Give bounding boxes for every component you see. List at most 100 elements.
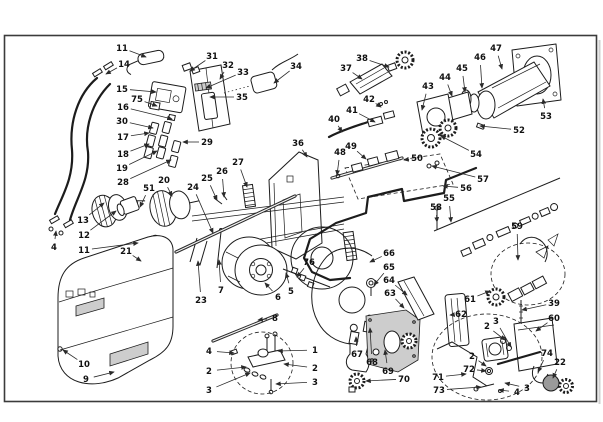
swirl-cone-59 — [535, 245, 549, 259]
part-label-46: 46 — [474, 53, 486, 63]
leader-line-67 — [353, 336, 359, 347]
leader-line-33 — [205, 74, 236, 89]
leader-line-11 — [129, 50, 147, 58]
leader-line-43 — [420, 93, 427, 111]
part-label-9: 9 — [83, 375, 89, 385]
leader-line-22 — [552, 369, 558, 379]
leader-line-12 — [90, 210, 117, 231]
burner-housing — [311, 247, 470, 393]
part-label-56: 56 — [460, 184, 472, 194]
part-label-42: 42 — [363, 95, 375, 105]
part-label-47: 47 — [490, 44, 502, 54]
part-label-19: 19 — [116, 164, 128, 174]
part-label-51: 51 — [143, 184, 155, 194]
part-label-6: 6 — [275, 293, 281, 303]
leader-line-73 — [446, 384, 482, 390]
part-label-72: 72 — [463, 365, 475, 375]
leader-line-49 — [356, 150, 367, 160]
part-label-49: 49 — [345, 142, 357, 152]
part-label-27: 27 — [232, 158, 244, 168]
leader-line-69 — [383, 349, 389, 364]
damper-linkage — [330, 149, 454, 200]
part-label-66: 66 — [383, 249, 395, 259]
part-label-4: 4 — [51, 243, 57, 253]
gear-discs-54 — [420, 118, 458, 149]
part-label-32: 32 — [222, 61, 234, 71]
part-label-3: 3 — [524, 384, 530, 394]
part-label-54: 54 — [470, 150, 482, 160]
part-label-4: 4 — [514, 388, 520, 398]
leader-line-61 — [477, 290, 491, 297]
leader-line-46 — [479, 64, 485, 89]
slide-rods — [174, 192, 345, 343]
leader-line-50 — [403, 156, 410, 162]
leader-line-3 — [499, 327, 512, 348]
nozzle-holder-detail — [486, 233, 566, 307]
leader-line-27 — [240, 169, 248, 188]
leader-line-34 — [273, 70, 290, 84]
part-label-1: 1 — [312, 346, 318, 356]
leader-line-38 — [369, 60, 390, 68]
pump-51 — [116, 196, 146, 216]
part-label-50: 50 — [411, 154, 423, 164]
leader-line-68 — [367, 327, 373, 355]
burner-cover — [57, 235, 174, 385]
leader-line-5 — [284, 272, 290, 284]
nozzle-line — [433, 177, 561, 258]
oil-line-40 — [327, 120, 370, 139]
shaft-5 — [282, 268, 331, 288]
part-label-35: 35 — [236, 93, 248, 103]
leader-line-53 — [541, 98, 547, 109]
damper-plate-60 — [513, 317, 558, 372]
part-label-64: 64 — [383, 276, 395, 286]
part-label-22: 22 — [554, 358, 566, 368]
leader-line-4 — [216, 350, 235, 356]
part-label-7: 7 — [218, 286, 224, 296]
fitting-57 — [426, 163, 432, 169]
solenoid-70a — [348, 372, 366, 393]
screw-10 — [57, 346, 63, 352]
air-damper — [496, 300, 574, 394]
part-label-40: 40 — [328, 115, 340, 125]
part-label-13: 13 — [77, 216, 89, 226]
part-label-60: 60 — [548, 314, 560, 324]
leader-line-75 — [144, 101, 158, 107]
leader-line-2 — [283, 362, 308, 368]
preheater-37 — [327, 50, 415, 139]
part-label-16: 16 — [117, 103, 129, 113]
leader-line-39 — [521, 304, 547, 312]
blast-tube — [416, 43, 562, 149]
part-label-3: 3 — [312, 378, 318, 388]
part-label-2: 2 — [469, 352, 475, 362]
leader-line-18 — [130, 143, 150, 152]
part-label-43: 43 — [422, 82, 434, 92]
leader-line-45 — [462, 75, 467, 93]
photocell — [223, 53, 299, 94]
part-label-76: 76 — [303, 258, 315, 268]
part-label-69: 69 — [382, 367, 394, 377]
part-label-38: 38 — [356, 54, 368, 64]
leader-line-37 — [352, 72, 363, 80]
leader-line-44 — [447, 84, 453, 97]
leader-line-63 — [395, 298, 405, 309]
part-label-75: 75 — [131, 95, 143, 105]
part-label-37: 37 — [340, 64, 352, 74]
leader-line-48 — [335, 159, 341, 176]
leader-line-2 — [493, 330, 506, 341]
part-label-2: 2 — [206, 367, 212, 377]
leader-line-26 — [221, 178, 227, 198]
leader-line-11 — [91, 241, 139, 250]
rod-71 — [436, 341, 488, 387]
leader-line-31 — [189, 60, 206, 72]
part-label-73: 73 — [433, 386, 445, 396]
leader-line-32 — [219, 71, 225, 80]
leader-line-52 — [479, 124, 512, 130]
part-label-34: 34 — [290, 62, 302, 72]
leader-line-7 — [216, 259, 222, 283]
part-label-39: 39 — [548, 299, 560, 309]
part-label-55: 55 — [443, 194, 455, 204]
part-label-63: 63 — [384, 289, 396, 299]
part-label-65: 65 — [383, 263, 395, 273]
part-label-25: 25 — [201, 174, 213, 184]
part-label-18: 18 — [117, 150, 129, 160]
